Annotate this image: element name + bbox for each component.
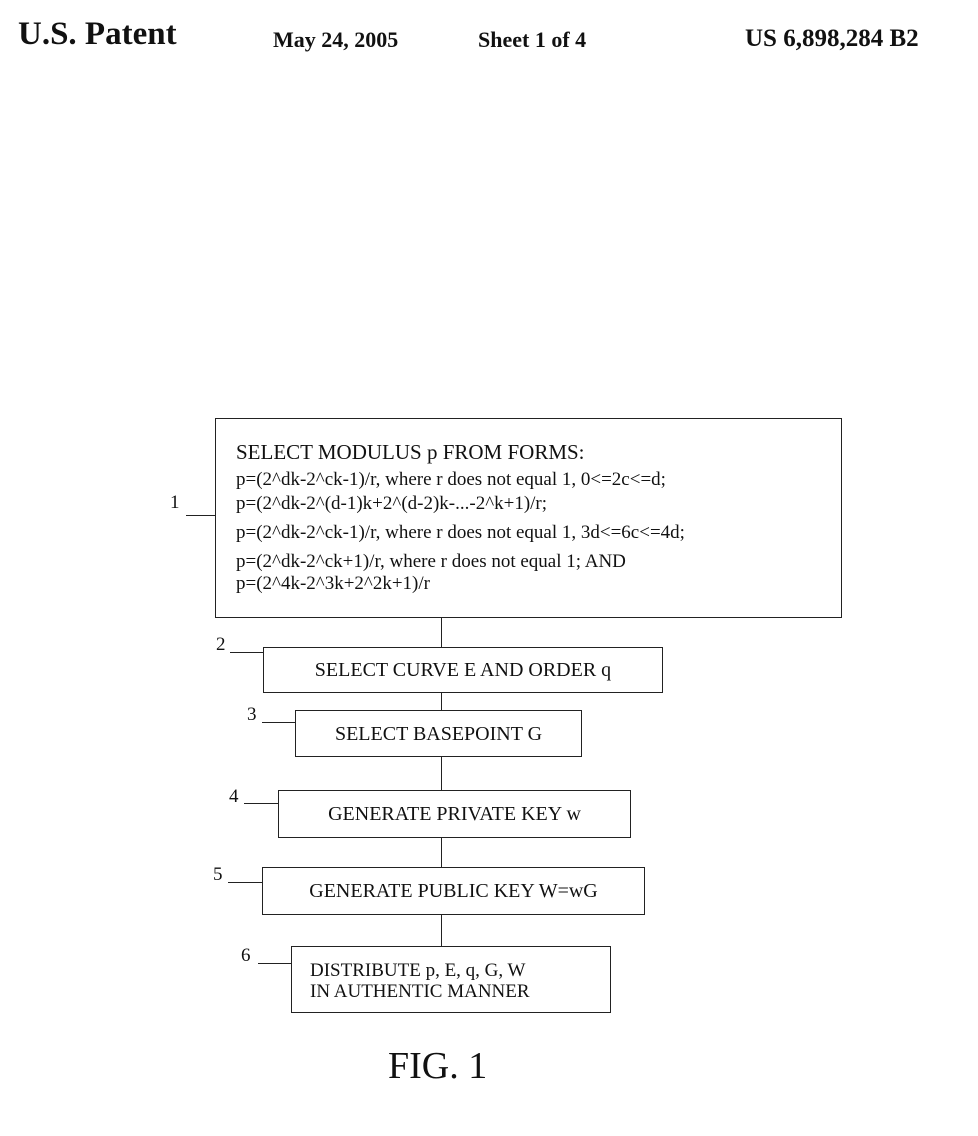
- step-1-line: SELECT MODULUS p FROM FORMS:: [236, 440, 585, 464]
- step-ref-4: 4: [229, 786, 239, 807]
- connector: [441, 838, 442, 867]
- leader-line: [244, 803, 278, 804]
- step-ref-3: 3: [247, 704, 257, 725]
- step-ref-2: 2: [216, 634, 226, 655]
- patent-label: U.S. Patent: [18, 16, 177, 52]
- connector: [441, 618, 442, 648]
- figure-caption: FIG. 1: [388, 1045, 488, 1087]
- step-6-line: IN AUTHENTIC MANNER: [310, 980, 530, 1002]
- step-6-distribute: DISTRIBUTE p, E, q, G, W IN AUTHENTIC MA…: [291, 946, 611, 1013]
- leader-line: [228, 882, 262, 883]
- patent-date: May 24, 2005: [273, 27, 399, 52]
- patent-number: US 6,898,284 B2: [745, 25, 919, 52]
- step-5-generate-public-key: GENERATE PUBLIC KEY W=wG: [262, 867, 645, 915]
- connector: [441, 693, 442, 710]
- step-2-select-curve: SELECT CURVE E AND ORDER q: [263, 647, 663, 693]
- leader-line: [258, 963, 291, 964]
- step-3-select-basepoint: SELECT BASEPOINT G: [295, 710, 582, 757]
- step-6-line: DISTRIBUTE p, E, q, G, W: [310, 960, 526, 981]
- step-ref-6: 6: [241, 945, 251, 966]
- step-ref-5: 5: [213, 864, 223, 885]
- step-1-line: p=(2^dk-2^ck-1)/r, where r does not equa…: [236, 469, 666, 490]
- connector: [441, 915, 442, 946]
- step-ref-1: 1: [170, 492, 180, 513]
- step-1-select-modulus: SELECT MODULUS p FROM FORMS: p=(2^dk-2^c…: [215, 418, 842, 618]
- sheet-number: Sheet 1 of 4: [478, 27, 587, 52]
- leader-line: [186, 515, 215, 516]
- leader-line: [230, 652, 263, 653]
- leader-line: [262, 722, 295, 723]
- step-4-generate-private-key: GENERATE PRIVATE KEY w: [278, 790, 631, 838]
- step-1-line: p=(2^dk-2^ck+1)/r, where r does not equa…: [236, 551, 626, 572]
- step-1-line: p=(2^dk-2^ck-1)/r, where r does not equa…: [236, 522, 685, 543]
- step-1-line: p=(2^dk-2^(d-1)k+2^(d-2)k-...-2^k+1)/r;: [236, 493, 548, 514]
- step-1-line: p=(2^4k-2^3k+2^2k+1)/r: [236, 573, 430, 594]
- connector: [441, 757, 442, 790]
